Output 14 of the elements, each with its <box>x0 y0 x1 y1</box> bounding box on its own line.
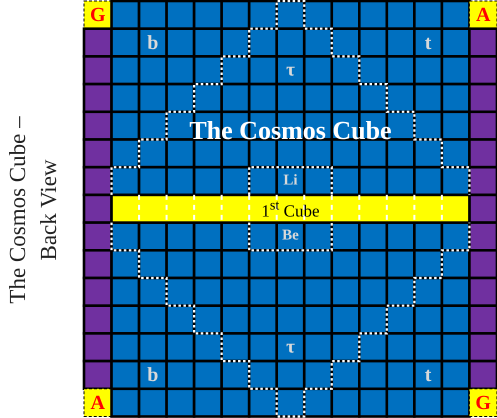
cell-symbol: τ <box>286 338 295 357</box>
cell-symbol: Li <box>283 174 298 189</box>
corner-letter: A <box>90 392 105 413</box>
side-title: The Cosmos Cube – Back View <box>4 115 62 306</box>
corner-letter: A <box>476 4 490 25</box>
cell-letter: b <box>147 32 158 53</box>
corner-letter: G <box>90 4 106 25</box>
cell-letter: t <box>424 32 432 53</box>
cell-symbol: Be <box>282 228 299 244</box>
cell-letter: t <box>424 364 432 385</box>
cell-letter: b <box>147 364 158 385</box>
corner-letter: G <box>475 392 491 413</box>
band-label: 1$^{st}$ Cube <box>261 198 320 220</box>
cell-symbol: τ <box>286 60 295 80</box>
